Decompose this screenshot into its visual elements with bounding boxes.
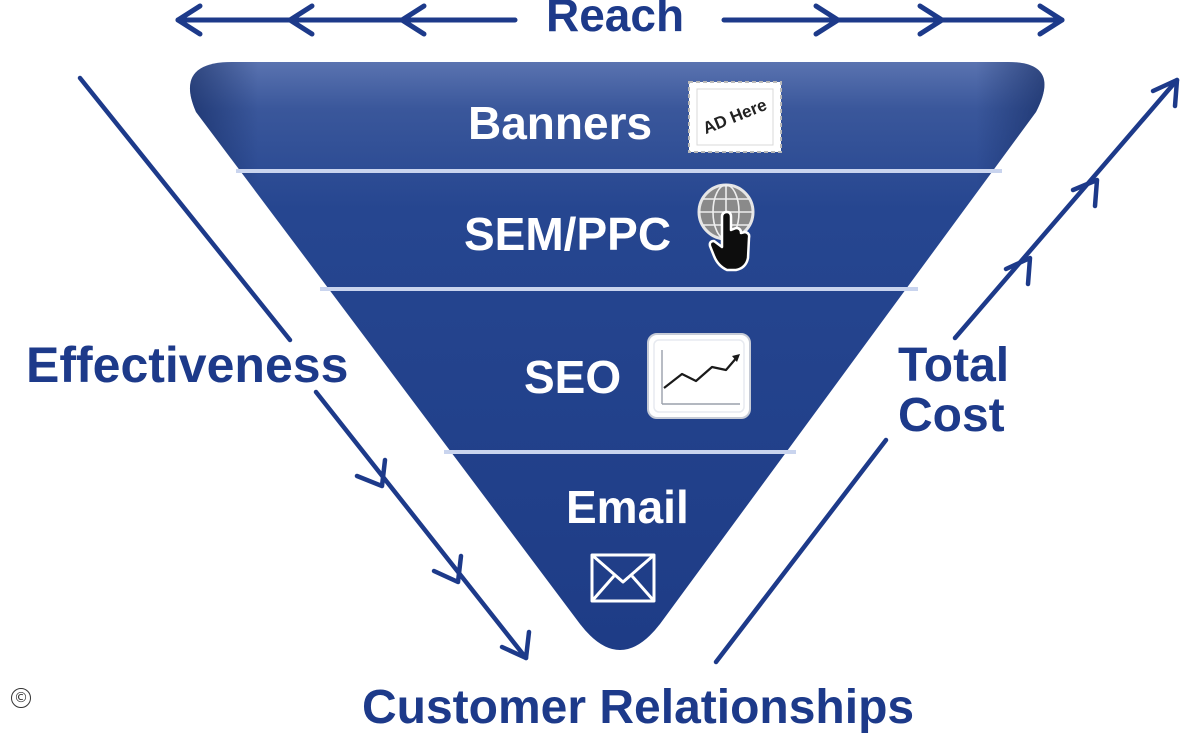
total-cost-arrow: [713, 77, 1180, 665]
rising-chart-icon: [647, 333, 751, 419]
funnel: [189, 62, 1045, 650]
reach-arrow-left: [175, 3, 518, 37]
ad-here-stamp-icon: AD Here: [688, 81, 782, 153]
tier-label-seo: SEO: [524, 351, 622, 403]
total-cost-label-line2: Cost: [898, 389, 1005, 442]
copyright-icon: ©: [11, 688, 31, 708]
envelope-icon: [590, 553, 656, 603]
tier-label-email: Email: [566, 481, 689, 533]
reach-arrow-right: [721, 3, 1065, 37]
customer-relationships-label: Customer Relationships: [362, 681, 915, 734]
tier-label-sem-ppc: SEM/PPC: [464, 208, 672, 260]
total-cost-label-line1: Total: [898, 339, 1010, 392]
effectiveness-label: Effectiveness: [26, 337, 349, 393]
reach-label: Reach: [546, 0, 685, 41]
effectiveness-arrow: [77, 75, 532, 661]
globe-click-icon: [697, 183, 755, 272]
tier-label-banners: Banners: [468, 97, 653, 149]
